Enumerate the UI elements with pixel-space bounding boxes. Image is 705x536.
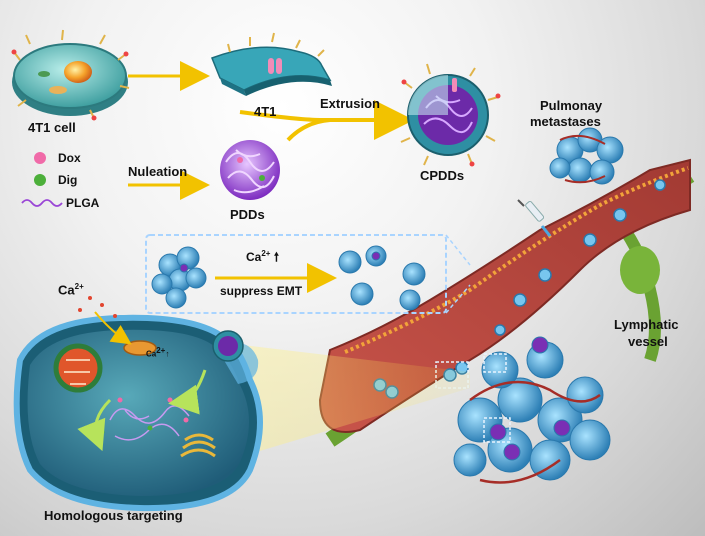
- pulmonary-metastasis-cluster: [549, 127, 624, 185]
- syringe-icon: [517, 199, 552, 237]
- label-pulmonary: Pulmonay: [540, 98, 603, 113]
- label-ca-influx: Ca2+: [58, 282, 84, 298]
- label-nucleation: Nuleation: [128, 164, 188, 179]
- label-vessel: vessel: [628, 334, 668, 349]
- label-extrusion: Extrusion: [320, 96, 380, 111]
- label-4t1-membrane: 4T1: [254, 104, 277, 119]
- membrane-sheet-icon: [211, 32, 332, 96]
- label-4t1-cell: 4T1 cell: [28, 120, 76, 135]
- dig-legend-dot: [34, 174, 46, 186]
- plga-legend-line: [21, 199, 63, 207]
- arrow-dig-action: [77, 398, 112, 452]
- pdd-particle-icon: [220, 140, 280, 200]
- label-ca-up: Ca2+ 🠕: [246, 249, 279, 264]
- cluster-after: [338, 245, 426, 311]
- label-ca-small: Ca2+↑: [146, 346, 170, 359]
- arrow-ca-influx: [94, 311, 132, 345]
- label-metastases: metastases: [530, 114, 601, 129]
- arrow-release: [168, 369, 207, 415]
- arrow-extrusion-bottom: [286, 118, 331, 142]
- cluster-before: [151, 246, 207, 309]
- label-lymphatic: Lymphatic: [614, 317, 679, 332]
- up-arrow-icon: 🠕: [273, 250, 279, 264]
- cpdd-particle-icon: [400, 63, 501, 167]
- label-cpdds: CPDDs: [420, 168, 465, 183]
- legend-dox-label: Dox: [58, 151, 81, 165]
- label-suppress-emt: suppress EMT: [220, 284, 303, 298]
- legend-dig-label: Dig: [58, 173, 78, 187]
- primary-tumor-cluster: [453, 336, 611, 484]
- dox-legend-dot: [34, 152, 46, 164]
- label-pdds: PDDs: [230, 207, 265, 222]
- cancer-cell-cross-section: [13, 314, 263, 512]
- label-homologous-targeting: Homologous targeting: [44, 508, 183, 523]
- calcium-ions: [78, 296, 117, 318]
- emt-inset-box: [145, 234, 447, 314]
- 4t1-cell-icon: [11, 29, 130, 121]
- legend-plga-label: PLGA: [66, 196, 100, 210]
- light-beam: [200, 340, 470, 460]
